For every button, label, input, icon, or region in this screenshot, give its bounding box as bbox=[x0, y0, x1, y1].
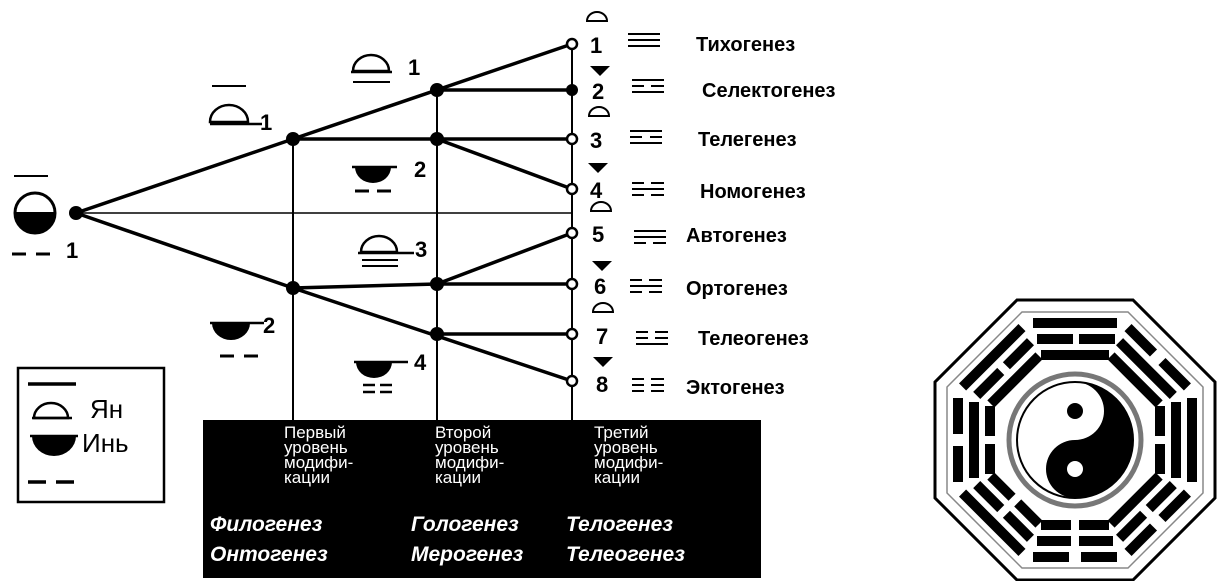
level-term: Филогенез bbox=[210, 513, 323, 536]
level-term: Онтогенез bbox=[210, 543, 328, 566]
level-text: уровень bbox=[594, 438, 658, 457]
level-text: кации bbox=[435, 468, 481, 487]
level-column-3: Третий уровень модифи- кации Телогенез Т… bbox=[566, 423, 685, 566]
outcome-number: 2 bbox=[592, 79, 604, 104]
outcome-item: 8 Эктогенез bbox=[593, 357, 785, 399]
levels-box: Первый уровень модифи- кации Филогенез О… bbox=[203, 395, 761, 578]
outcome-item: 4 Номогенез bbox=[588, 163, 806, 203]
level-term: Мерогенез bbox=[411, 543, 524, 566]
root-label: 1 bbox=[66, 238, 78, 263]
level-text: Третий bbox=[594, 423, 649, 442]
leaf-node bbox=[565, 182, 579, 196]
edge bbox=[75, 211, 294, 290]
level1-yang-symbol: 1 bbox=[208, 85, 272, 135]
outcome-name: Автогенез bbox=[686, 225, 787, 247]
outcome-number: 4 bbox=[590, 178, 603, 203]
root-node bbox=[69, 206, 83, 220]
node bbox=[430, 132, 444, 146]
node bbox=[430, 327, 444, 341]
level2-label: 2 bbox=[414, 157, 426, 182]
outcome-name: Телегенез bbox=[698, 129, 797, 151]
outcome-name: Телеогенез bbox=[698, 328, 809, 350]
node bbox=[286, 132, 300, 146]
leaf-node bbox=[565, 132, 579, 146]
leaf-node bbox=[565, 327, 579, 341]
leaf-node bbox=[565, 37, 579, 51]
level-text: модифи- bbox=[435, 453, 504, 472]
outcome-number: 1 bbox=[590, 33, 602, 58]
legend-yang-symbol bbox=[32, 401, 72, 420]
outcome-item: 7 Телеогенез bbox=[592, 302, 809, 350]
root-symbol: 1 bbox=[12, 175, 78, 263]
level1-yin-symbol: 2 bbox=[210, 313, 275, 358]
level2-yang-symbol-3: 3 bbox=[358, 234, 427, 267]
level1-label: 1 bbox=[260, 110, 272, 135]
outcome-list: 1 Тихогенез 2 Селектогенез 3 Телегенез 4… bbox=[586, 11, 836, 399]
level-term: Гологенез bbox=[411, 513, 519, 536]
edge bbox=[436, 231, 573, 286]
legend: Ян Инь bbox=[16, 366, 166, 504]
leaf-node bbox=[565, 374, 579, 388]
edge bbox=[75, 137, 294, 215]
level-text: Второй bbox=[435, 423, 491, 442]
level2-yang-symbol-1: 1 bbox=[351, 53, 420, 83]
outcome-item: 2 Селектогенез bbox=[590, 66, 836, 104]
level-lines bbox=[292, 44, 573, 420]
level-text: кации bbox=[594, 468, 640, 487]
outcome-number: 8 bbox=[596, 372, 608, 397]
outcome-name: Тихогенез bbox=[696, 34, 795, 56]
tree-edges bbox=[75, 42, 573, 383]
edge bbox=[436, 137, 573, 191]
leaf-node bbox=[565, 226, 579, 240]
level2-label: 3 bbox=[415, 237, 427, 262]
yin-yang-icon bbox=[1006, 371, 1144, 509]
outcome-item: 6 Ортогенез bbox=[592, 261, 788, 300]
level-column-1: Первый уровень модифи- кации Филогенез О… bbox=[210, 423, 353, 566]
bagua-emblem bbox=[933, 298, 1217, 581]
node bbox=[566, 84, 578, 96]
trigrams bbox=[953, 318, 1197, 562]
level1-label: 2 bbox=[263, 313, 275, 338]
leaf-node bbox=[565, 277, 579, 291]
node bbox=[286, 281, 300, 295]
level-text: модифи- bbox=[284, 453, 353, 472]
node bbox=[430, 277, 444, 291]
level-text: Первый bbox=[284, 423, 346, 442]
level-text: уровень bbox=[284, 438, 348, 457]
outcome-number: 3 bbox=[590, 128, 602, 153]
outcome-item: 3 Телегенез bbox=[588, 106, 797, 153]
outcome-item: 1 Тихогенез bbox=[586, 11, 795, 58]
outcome-name: Ортогенез bbox=[686, 278, 788, 300]
outcome-number: 6 bbox=[594, 274, 606, 299]
level-column-2: Второй уровень модифи- кации Гологенез М… bbox=[411, 423, 524, 566]
level-term: Телогенез bbox=[566, 513, 673, 536]
outcome-name: Селектогенез bbox=[702, 80, 836, 102]
level-text: уровень bbox=[435, 438, 499, 457]
outcome-name: Номогенез bbox=[700, 181, 806, 203]
outcome-item: 5 Автогенез bbox=[590, 201, 787, 247]
outcome-name: Эктогенез bbox=[686, 377, 785, 399]
level-term: Телеогенез bbox=[566, 543, 685, 566]
level-text: модифи- bbox=[594, 453, 663, 472]
node bbox=[430, 83, 444, 97]
level2-label: 1 bbox=[408, 55, 420, 80]
outcome-number: 5 bbox=[592, 222, 604, 247]
legend-yang-label: Ян bbox=[90, 394, 123, 424]
level-text: кации bbox=[284, 468, 330, 487]
outcome-number: 7 bbox=[596, 324, 608, 349]
legend-yin-label: Инь bbox=[82, 428, 129, 458]
tree-nodes bbox=[69, 37, 579, 388]
edge bbox=[292, 282, 438, 290]
level2-yin-symbol-4: 4 bbox=[354, 350, 427, 394]
level2-yin-symbol-2: 2 bbox=[352, 157, 426, 193]
leaf-nodes bbox=[565, 37, 579, 388]
legend-yin-symbol bbox=[30, 434, 78, 456]
level2-label: 4 bbox=[414, 350, 427, 375]
